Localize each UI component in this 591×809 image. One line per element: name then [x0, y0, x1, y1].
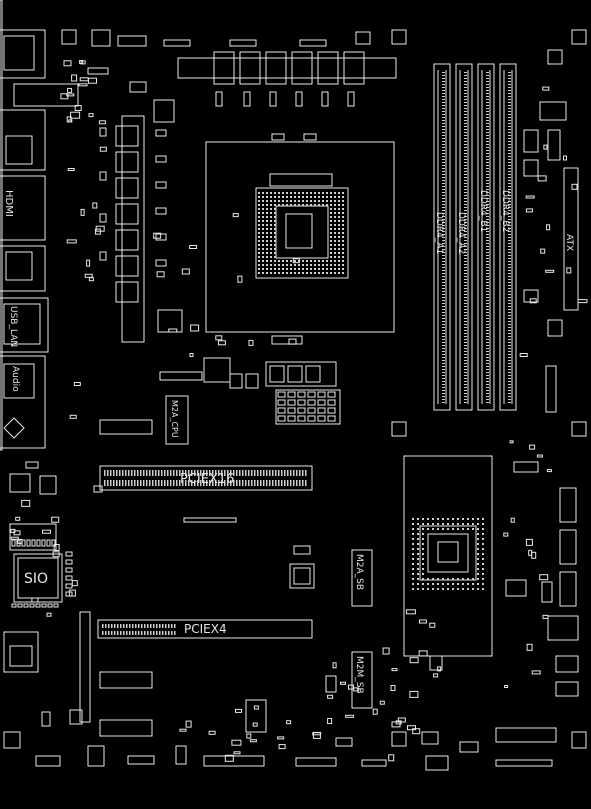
audio-label: Audio [10, 366, 20, 392]
chipset [403, 455, 493, 657]
vrm-left-column [99, 81, 183, 343]
chipset-ball-grid [412, 518, 484, 590]
mid-left-headers [9, 395, 189, 495]
rear-io-panel [0, 0, 79, 451]
m2a-sb-label: M2A_SB [354, 554, 364, 590]
sio-area [9, 523, 63, 603]
right-lower-components [295, 461, 587, 771]
pciex4-slot [79, 611, 313, 723]
ddr4-a2-label: DDR4_A2 [456, 212, 466, 254]
smd-components [10, 60, 588, 762]
vrm-top-strip [177, 51, 397, 141]
pciex4-pins [102, 624, 176, 635]
sio-label: SIO [24, 571, 48, 587]
ddr4-slots [433, 63, 517, 411]
pciex16-pins [104, 470, 307, 486]
pcie-latch [183, 517, 237, 523]
pciex16-slot [93, 465, 313, 493]
ddr4-pin-ticks [442, 72, 511, 403]
m2-sb-slots [351, 549, 373, 709]
below-cpu-components [159, 335, 341, 425]
pciex4-label: PCIEX4 [184, 622, 227, 636]
atx-label: ATX [564, 234, 574, 251]
below-cpu-grid [277, 391, 336, 422]
right-edge-components [391, 49, 587, 437]
ddr4-b2-label: DDR4_B2 [500, 190, 510, 232]
ddr4-a1-label: DDR4_A1 [434, 212, 444, 254]
cpu-pin-grid [258, 192, 344, 274]
centre-small-chip [289, 545, 315, 589]
cpu-socket [205, 141, 395, 333]
ddr4-b1-label: DDR4_B1 [478, 190, 488, 232]
top-edge-components [61, 29, 587, 75]
m2m-sb-label: M2M_SB [354, 656, 364, 694]
pciex16-label: PCIEX16 [180, 472, 234, 487]
lower-left-headers [3, 631, 267, 767]
m2a-cpu-label: M2A_CPU [170, 400, 179, 438]
hdmi-label: HDMI [3, 190, 14, 217]
usb-lan-label: USB_LAN [8, 306, 18, 347]
